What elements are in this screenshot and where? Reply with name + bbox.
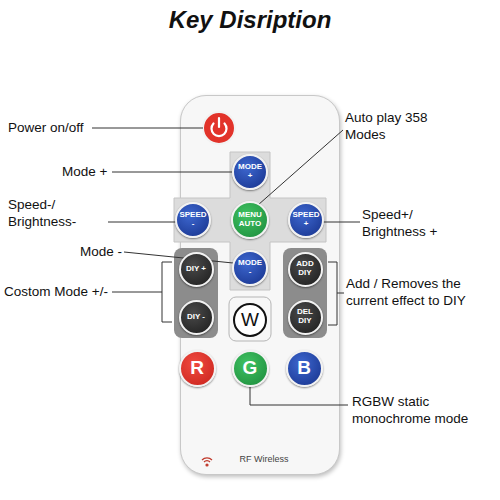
callout-label: Add / Removes the current effect to DIY: [346, 276, 476, 310]
title-heading: Key Disription: [0, 6, 500, 34]
remote-button: DIY -: [179, 300, 214, 335]
remote-button: G: [232, 350, 269, 387]
callout-label: RGBW static monochrome mode: [352, 394, 477, 428]
button-label: R: [190, 358, 204, 379]
button-label: SPEED +: [292, 211, 320, 229]
button-label: DIY -: [187, 313, 205, 322]
button-label: G: [243, 358, 258, 379]
button-label: MODE +: [236, 163, 264, 181]
callout-label: Power on/off: [8, 120, 98, 137]
remote-button: R: [179, 350, 216, 387]
remote-button: SPEED -: [175, 202, 211, 238]
button-label: MODE -: [236, 259, 264, 277]
button-label: W: [241, 310, 259, 331]
button-label: B: [297, 358, 311, 379]
button-label: ADD DIY: [291, 260, 319, 278]
remote-body: RF Wireless MODE + SPEED - MENU AUTO SPEED +…: [180, 95, 340, 475]
remote-button: W: [233, 303, 267, 337]
remote-button: MODE -: [232, 250, 268, 286]
callout-label: Speed-/ Brightness-: [8, 197, 108, 231]
button-label: DIY +: [186, 265, 206, 274]
remote-button: DIY +: [179, 252, 214, 287]
callout-label: Speed+/ Brightness +: [362, 207, 472, 241]
callout-label: Mode +: [62, 164, 122, 181]
remote-button: DEL DIY: [288, 300, 323, 335]
remote-button: B: [286, 350, 323, 387]
callout-label: Costom Mode +/-: [4, 284, 154, 301]
button-label: DEL DIY: [291, 308, 319, 326]
button-label: SPEED -: [179, 211, 207, 229]
remote-button: MENU AUTO: [231, 201, 269, 239]
remote-button: SPEED +: [288, 202, 324, 238]
callout-label: Mode -: [80, 244, 140, 261]
callout-label: Auto play 358 Modes: [345, 110, 457, 144]
button-label: MENU AUTO: [236, 211, 264, 229]
remote-caption: RF Wireless: [181, 454, 339, 464]
remote-button: MODE +: [232, 154, 268, 190]
remote-button: ADD DIY: [288, 252, 323, 287]
